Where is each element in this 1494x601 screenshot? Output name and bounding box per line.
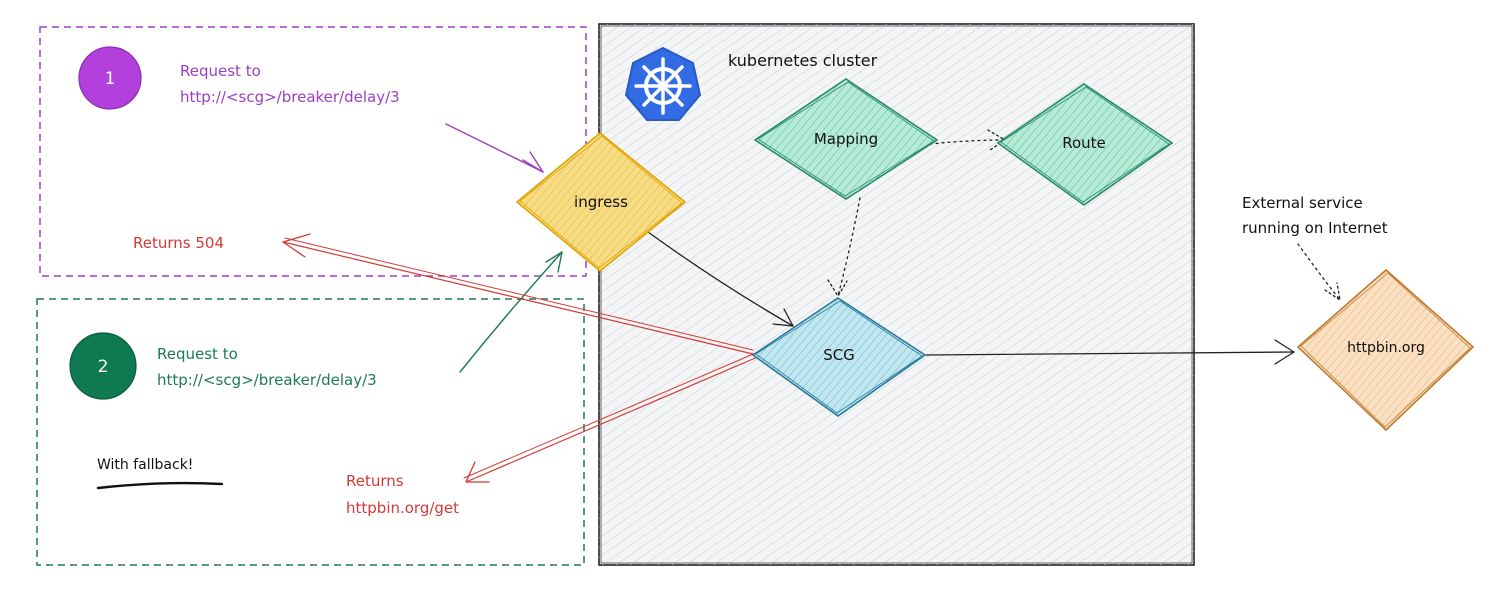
external-note-arrow bbox=[1297, 243, 1341, 301]
request2-arrowhead bbox=[545, 251, 563, 273]
ingress-to-scg-arrow bbox=[647, 231, 794, 327]
scg-label: SCG bbox=[823, 346, 855, 364]
scenario2-request-line1: Request to bbox=[157, 345, 238, 363]
external-note-line1: External service bbox=[1242, 194, 1363, 212]
route-node[interactable]: Route bbox=[996, 83, 1174, 206]
fallback-underline bbox=[96, 481, 224, 490]
request1-arrowhead bbox=[522, 151, 544, 173]
httpbin-label: httpbin.org bbox=[1347, 340, 1425, 356]
scenario2-badge: 2 bbox=[69, 332, 137, 400]
mapping-to-scg-arrow bbox=[837, 197, 861, 297]
returns-label: Returns bbox=[346, 472, 404, 490]
mapping-label: Mapping bbox=[814, 130, 878, 148]
scenario1-badge-number: 1 bbox=[105, 69, 116, 89]
ingress-label: ingress bbox=[574, 193, 628, 211]
request1-arrow bbox=[445, 123, 544, 173]
returns-504-label: Returns 504 bbox=[133, 234, 224, 252]
external-note-line2: running on Internet bbox=[1242, 219, 1388, 237]
scenario2-badge-number: 2 bbox=[98, 357, 109, 377]
scg-node[interactable]: SCG bbox=[751, 297, 927, 417]
returns-fallback-url: httpbin.org/get bbox=[346, 499, 459, 517]
fallback-note: With fallback! bbox=[97, 457, 193, 473]
returns-fallback-arrow bbox=[465, 355, 761, 483]
httpbin-node[interactable]: httpbin.org bbox=[1296, 268, 1475, 432]
scenario1-badge: 1 bbox=[78, 46, 142, 110]
external-note-arrowhead bbox=[1324, 282, 1341, 301]
mapping-to-route-arrow bbox=[929, 139, 1006, 145]
returns-504-arrow bbox=[282, 241, 754, 355]
scenario1-request-line1: Request to bbox=[180, 62, 261, 80]
scg-to-httpbin-arrowhead bbox=[1274, 339, 1295, 365]
request2-arrow bbox=[459, 251, 563, 373]
mapping-node[interactable]: Mapping bbox=[753, 78, 939, 200]
ingress-node[interactable]: ingress bbox=[515, 131, 687, 273]
scenario1-request-line2: http://<scg>/breaker/delay/3 bbox=[180, 88, 400, 106]
scenario1-frame bbox=[39, 26, 587, 277]
ingress-to-scg-arrowhead bbox=[772, 308, 794, 327]
cluster-label: kubernetes cluster bbox=[728, 51, 878, 70]
returns-fallback-arrowhead bbox=[465, 461, 490, 483]
scg-to-httpbin-arrow bbox=[925, 351, 1295, 356]
kubernetes-logo-icon bbox=[624, 46, 702, 121]
mapping-to-scg-arrowhead bbox=[827, 279, 848, 297]
route-label: Route bbox=[1062, 134, 1106, 152]
scenario2-frame bbox=[36, 298, 585, 566]
scenario2-request-line2: http://<scg>/breaker/delay/3 bbox=[157, 371, 377, 389]
returns-504-arrowhead bbox=[282, 233, 311, 258]
